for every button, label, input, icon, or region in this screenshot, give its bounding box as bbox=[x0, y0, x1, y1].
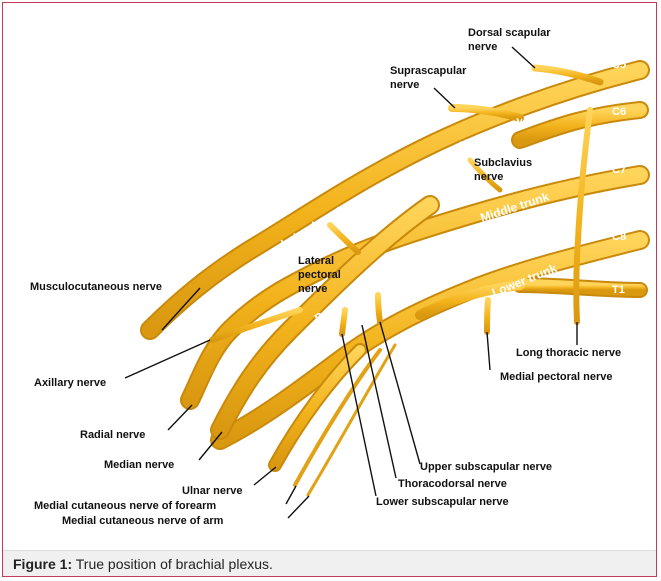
caption-text: True position of brachial plexus. bbox=[72, 556, 273, 572]
label-suprascapular-2: nerve bbox=[390, 79, 419, 91]
label-dorsal-scapular-1: Dorsal scapular bbox=[468, 27, 551, 39]
label-musculocutaneous: Musculocutaneous nerve bbox=[30, 281, 162, 293]
upper-subscapular-nerve-path bbox=[378, 295, 380, 322]
root-label-c5: C5 bbox=[612, 59, 626, 71]
label-lateral-pectoral-2: pectoral bbox=[298, 269, 341, 281]
root-label-c8: C8 bbox=[612, 231, 626, 243]
label-lateral-pectoral-3: nerve bbox=[298, 283, 327, 295]
label-radial: Radial nerve bbox=[80, 429, 145, 441]
label-suprascapular-1: Suprascapular bbox=[390, 65, 467, 77]
label-long-thoracic: Long thoracic nerve bbox=[516, 347, 621, 359]
label-median: Median nerve bbox=[104, 459, 174, 471]
label-lower-subscapular: Lower subscapular nerve bbox=[376, 496, 509, 508]
label-ulnar: Ulnar nerve bbox=[182, 485, 243, 497]
label-axillary: Axillary nerve bbox=[34, 377, 106, 389]
lower-subscapular-nerve-path bbox=[342, 310, 345, 334]
label-mc-arm: Medial cutaneous nerve of arm bbox=[62, 515, 224, 527]
label-lateral-pectoral-1: Lateral bbox=[298, 255, 334, 267]
label-subclavius-2: nerve bbox=[474, 171, 503, 183]
label-subclavius-1: Subclavius bbox=[474, 157, 532, 169]
root-label-c7: C7 bbox=[612, 164, 626, 176]
root-label-t1: T1 bbox=[612, 284, 625, 296]
figure-caption: Figure 1: True position of brachial plex… bbox=[3, 550, 656, 576]
medial-pectoral-nerve bbox=[487, 300, 488, 332]
root-label-c6: C6 bbox=[612, 106, 626, 118]
nerve-paths bbox=[150, 68, 640, 495]
label-upper-subscapular: Upper subscapular nerve bbox=[420, 461, 552, 473]
label-thoracodorsal: Thoracodorsal nerve bbox=[398, 478, 507, 490]
label-mc-forearm: Medial cutaneous nerve of forearm bbox=[34, 500, 216, 512]
caption-prefix: Figure 1: bbox=[13, 556, 72, 572]
label-medial-pectoral: Medial pectoral nerve bbox=[500, 371, 613, 383]
label-dorsal-scapular-2: nerve bbox=[468, 41, 497, 53]
